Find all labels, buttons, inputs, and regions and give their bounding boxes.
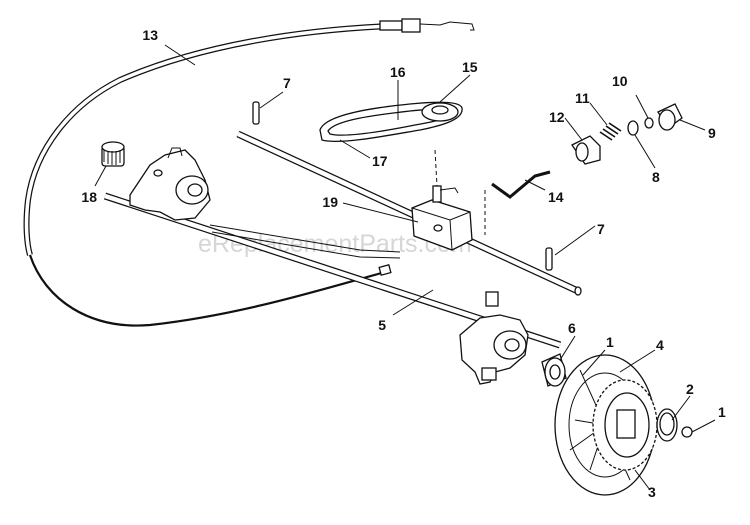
callout-12: 12 bbox=[549, 109, 565, 125]
callout-7-lower: 7 bbox=[597, 221, 605, 237]
callout-8: 8 bbox=[652, 169, 660, 185]
control-cable bbox=[23, 18, 475, 327]
callout-17: 17 bbox=[372, 153, 388, 169]
callout-2: 2 bbox=[686, 381, 694, 397]
callout-4: 4 bbox=[656, 337, 664, 353]
callout-18: 18 bbox=[81, 189, 97, 205]
callout-19: 19 bbox=[322, 194, 338, 210]
left-bracket bbox=[129, 147, 211, 221]
hex-shaft bbox=[236, 130, 582, 296]
pinion bbox=[659, 412, 675, 436]
callout-11: 11 bbox=[575, 90, 590, 106]
retaining-ring-b bbox=[681, 426, 693, 438]
callout-labels: 13 7 16 15 17 18 19 14 7 5 6 1 4 2 1 3 1… bbox=[81, 27, 726, 500]
pinion-bushing bbox=[101, 141, 125, 167]
clutch-hardware bbox=[571, 103, 683, 165]
drive-gear bbox=[592, 379, 678, 471]
callout-9: 9 bbox=[708, 125, 716, 141]
callout-16: 16 bbox=[390, 64, 406, 80]
pulley-belt bbox=[319, 101, 463, 143]
callout-13: 13 bbox=[142, 27, 158, 43]
gearbox bbox=[411, 149, 486, 251]
callout-15: 15 bbox=[462, 59, 478, 75]
spacer bbox=[541, 353, 567, 387]
right-bracket bbox=[459, 291, 529, 385]
leader-lines bbox=[94, 44, 716, 491]
shift-rod bbox=[491, 170, 551, 199]
callout-14: 14 bbox=[548, 189, 564, 205]
callout-6: 6 bbox=[568, 320, 576, 336]
callout-10: 10 bbox=[612, 73, 628, 89]
callout-1-lower: 1 bbox=[718, 404, 726, 420]
roll-pin-upper bbox=[252, 101, 260, 125]
callout-7-upper: 7 bbox=[283, 75, 291, 91]
roll-pin-lower bbox=[545, 247, 553, 271]
callout-1-upper: 1 bbox=[606, 334, 614, 350]
callout-5: 5 bbox=[378, 317, 386, 333]
callout-3: 3 bbox=[648, 484, 656, 500]
shift-lever bbox=[209, 224, 401, 259]
